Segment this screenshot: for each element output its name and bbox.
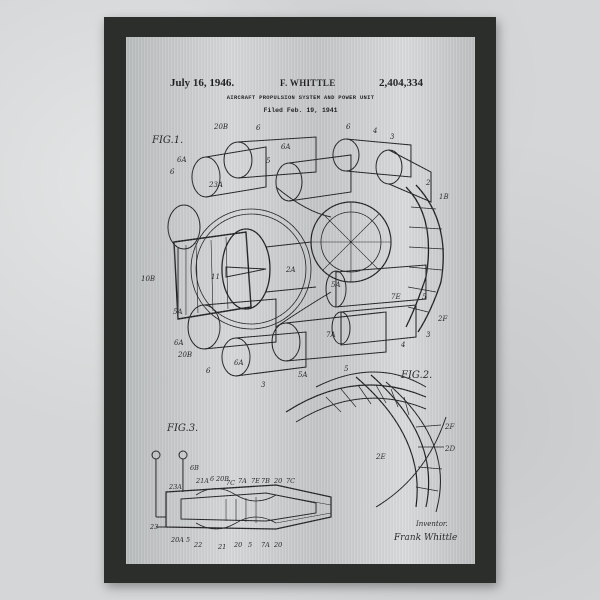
svg-text:5A: 5A — [298, 371, 308, 379]
svg-text:6: 6 — [206, 367, 211, 375]
svg-text:23: 23 — [149, 523, 158, 531]
svg-text:6A: 6A — [177, 156, 187, 164]
fig1-label: FIG.1. — [152, 135, 184, 146]
svg-text:2F: 2F — [444, 423, 455, 431]
patent-inventor-header: F. WHITTLE — [280, 78, 336, 88]
svg-text:5: 5 — [266, 157, 271, 165]
svg-text:5A: 5A — [173, 308, 183, 316]
fig2-blades — [285, 371, 447, 513]
patent-title: AIRCRAFT PROPULSION SYSTEM AND POWER UNI… — [226, 94, 375, 101]
svg-text:20B: 20B — [177, 351, 192, 359]
fig3-label: FIG.3. — [167, 423, 199, 434]
svg-text:7B: 7B — [261, 477, 270, 485]
svg-text:3: 3 — [426, 331, 431, 339]
svg-text:20A: 20A — [170, 536, 184, 544]
svg-text:6A: 6A — [234, 359, 244, 367]
svg-text:20: 20 — [233, 541, 242, 549]
svg-text:20B: 20B — [215, 475, 229, 483]
svg-text:5: 5 — [248, 541, 252, 549]
svg-text:5: 5 — [344, 365, 349, 373]
svg-text:10B: 10B — [141, 275, 155, 283]
svg-text:7A: 7A — [238, 477, 247, 485]
svg-text:5A: 5A — [331, 281, 341, 289]
fig1-engine — [167, 136, 445, 377]
engine-drawing: 20B 6 6 4 3 6A 6 23A 6A 5 2 1B 10B 11 2A… — [141, 123, 455, 551]
fig3-reference-numbers: 6B 23A 21A 6 20B 7C 7A 7E 7B 20 7C 23 20… — [149, 464, 295, 551]
svg-text:6: 6 — [346, 123, 351, 131]
picture-frame: July 16, 1946. F. WHITTLE 2,404,334 AIRC… — [104, 17, 496, 583]
svg-text:1B: 1B — [439, 193, 449, 201]
svg-text:2E: 2E — [375, 453, 386, 461]
svg-text:6: 6 — [256, 124, 261, 132]
svg-text:5: 5 — [422, 293, 427, 301]
svg-text:7C: 7C — [226, 479, 235, 487]
svg-text:6A: 6A — [174, 339, 184, 347]
svg-text:4: 4 — [400, 341, 405, 349]
svg-text:7C: 7C — [286, 477, 295, 485]
fig3-cross-section — [151, 450, 332, 530]
svg-text:21A: 21A — [195, 477, 209, 485]
svg-text:5: 5 — [186, 536, 190, 544]
patent-filed-date: Filed Feb. 19, 1941 — [263, 107, 338, 114]
fig1-reference-numbers: 20B 6 6 4 3 6A 6 23A 6A 5 2 1B 10B 11 2A… — [141, 123, 449, 389]
svg-text:7A: 7A — [261, 541, 270, 549]
svg-text:23A: 23A — [208, 181, 223, 189]
svg-text:7A: 7A — [326, 331, 336, 339]
svg-text:20: 20 — [273, 477, 282, 485]
svg-text:20: 20 — [273, 541, 282, 549]
svg-text:3: 3 — [261, 381, 266, 389]
svg-text:21: 21 — [217, 543, 226, 551]
inventor-label: Inventor. — [416, 520, 448, 528]
fig2-label: FIG.2. — [401, 370, 433, 381]
svg-text:7E: 7E — [391, 293, 401, 301]
patent-number: 2,404,334 — [379, 77, 423, 89]
svg-text:4: 4 — [372, 127, 377, 135]
patent-date: July 16, 1946. — [170, 77, 235, 89]
fig2-reference-numbers: 2F 2D 2E — [375, 423, 455, 461]
svg-text:2A: 2A — [285, 266, 296, 274]
svg-text:6: 6 — [210, 475, 214, 483]
svg-text:3: 3 — [390, 133, 395, 141]
svg-text:6B: 6B — [190, 464, 199, 472]
svg-text:2D: 2D — [444, 445, 455, 453]
svg-text:23A: 23A — [168, 483, 182, 491]
svg-text:11: 11 — [211, 273, 220, 281]
svg-text:20B: 20B — [213, 123, 228, 131]
inventor-signature: Frank Whittle — [394, 533, 458, 543]
svg-text:7E: 7E — [251, 477, 260, 485]
svg-text:22: 22 — [193, 541, 202, 549]
svg-text:2F: 2F — [437, 315, 448, 323]
svg-text:6: 6 — [170, 168, 175, 176]
svg-text:6A: 6A — [281, 143, 291, 151]
svg-text:2: 2 — [425, 179, 431, 187]
patent-print: July 16, 1946. F. WHITTLE 2,404,334 AIRC… — [126, 37, 475, 564]
